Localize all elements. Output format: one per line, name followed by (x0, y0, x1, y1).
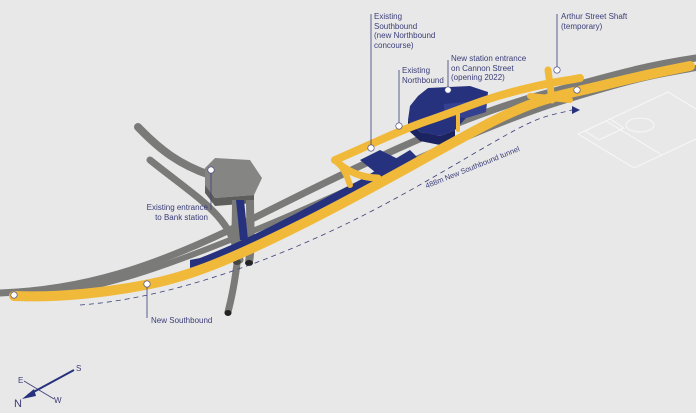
new-tunnels (9, 61, 695, 302)
entrance-shafts (224, 199, 255, 316)
label-existing-southbound: Existing Southbound (new Northbound conc… (374, 12, 436, 50)
label-new-station-entrance: New station entrance on Cannon Street (o… (451, 54, 527, 82)
label-new-southbound: New Southbound (151, 316, 213, 325)
football-pitch-outline (576, 91, 696, 169)
compass-north-label: N (14, 398, 22, 410)
compass-south-label: S (76, 364, 82, 373)
existing-entrance-building (205, 158, 262, 206)
compass-east-label: E (18, 376, 24, 385)
leader-lines (146, 14, 558, 318)
compass-icon (22, 369, 75, 400)
compass-west-label: W (54, 396, 62, 405)
label-existing-northbound: Existing Northbound (402, 66, 444, 85)
tunnel-direction-arrow-icon (572, 106, 580, 114)
label-arthur-street-shaft: Arthur Street Shaft (temporary) (561, 12, 628, 31)
label-existing-entrance: Existing entrance to Bank station (146, 203, 208, 222)
location-markers (10, 66, 581, 299)
new-southbound-tunnel-path (79, 109, 573, 306)
